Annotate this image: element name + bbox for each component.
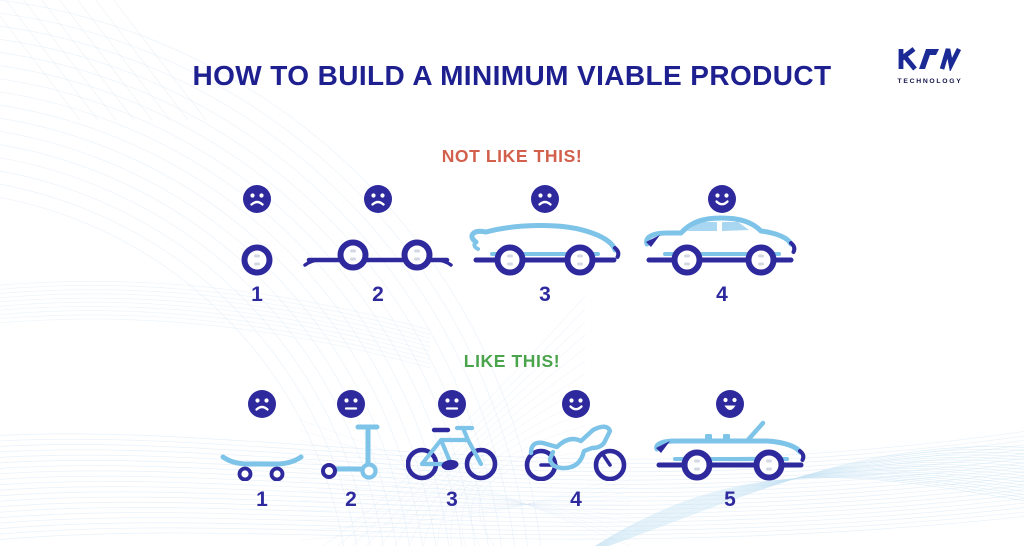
bicycle-icon <box>406 425 498 481</box>
step-not-like-this-4: 4 <box>639 184 805 305</box>
sad-face-icon <box>248 390 276 418</box>
step-not-like-this-1: 1 <box>241 184 273 305</box>
step-number: 2 <box>345 488 357 511</box>
step-number: 2 <box>372 283 384 306</box>
motorcycle-icon <box>524 424 627 481</box>
step-not-like-this-2: 2 <box>303 184 453 305</box>
happy-face-icon <box>562 390 590 418</box>
skateboard-icon <box>220 454 304 481</box>
wheel-icon <box>241 244 273 276</box>
section-label-not-like-this: NOT LIKE THIS! <box>441 146 583 166</box>
neutral-face-icon <box>438 390 466 418</box>
step-number: 1 <box>251 283 263 306</box>
neutral-face-icon <box>337 390 365 418</box>
step-not-like-this-3: 3 <box>464 184 626 305</box>
company-logo: TECHNOLOGY <box>894 47 966 85</box>
scooter-icon <box>321 424 380 480</box>
step-like-this-3: 3 <box>406 389 498 510</box>
step-number: 3 <box>539 283 551 306</box>
step-like-this-5: 5 <box>649 389 811 510</box>
laughing-face-icon <box>716 390 744 418</box>
axle-two-wheels-icon <box>303 236 453 276</box>
sad-face-icon <box>531 185 559 213</box>
step-like-this-4: 4 <box>523 389 629 510</box>
step-like-this-1: 1 <box>220 389 304 510</box>
page-title: HOW TO BUILD A MINIMUM VIABLE PRODUCT <box>192 60 832 91</box>
step-number: 4 <box>716 283 728 306</box>
convertible-car-icon <box>654 420 806 481</box>
logo-mark-icon <box>898 47 962 73</box>
step-number: 5 <box>724 488 736 511</box>
section-label-like-this: LIKE THIS! <box>463 351 561 371</box>
step-number: 1 <box>256 488 268 511</box>
happy-face-icon <box>708 185 736 213</box>
step-number: 3 <box>446 488 458 511</box>
logo-tagline: TECHNOLOGY <box>897 78 963 85</box>
car-body-icon <box>469 222 621 276</box>
car-icon <box>644 215 797 276</box>
step-number: 4 <box>570 488 582 511</box>
step-like-this-2: 2 <box>320 389 382 510</box>
sad-face-icon <box>243 185 271 213</box>
sad-face-icon <box>364 185 392 213</box>
